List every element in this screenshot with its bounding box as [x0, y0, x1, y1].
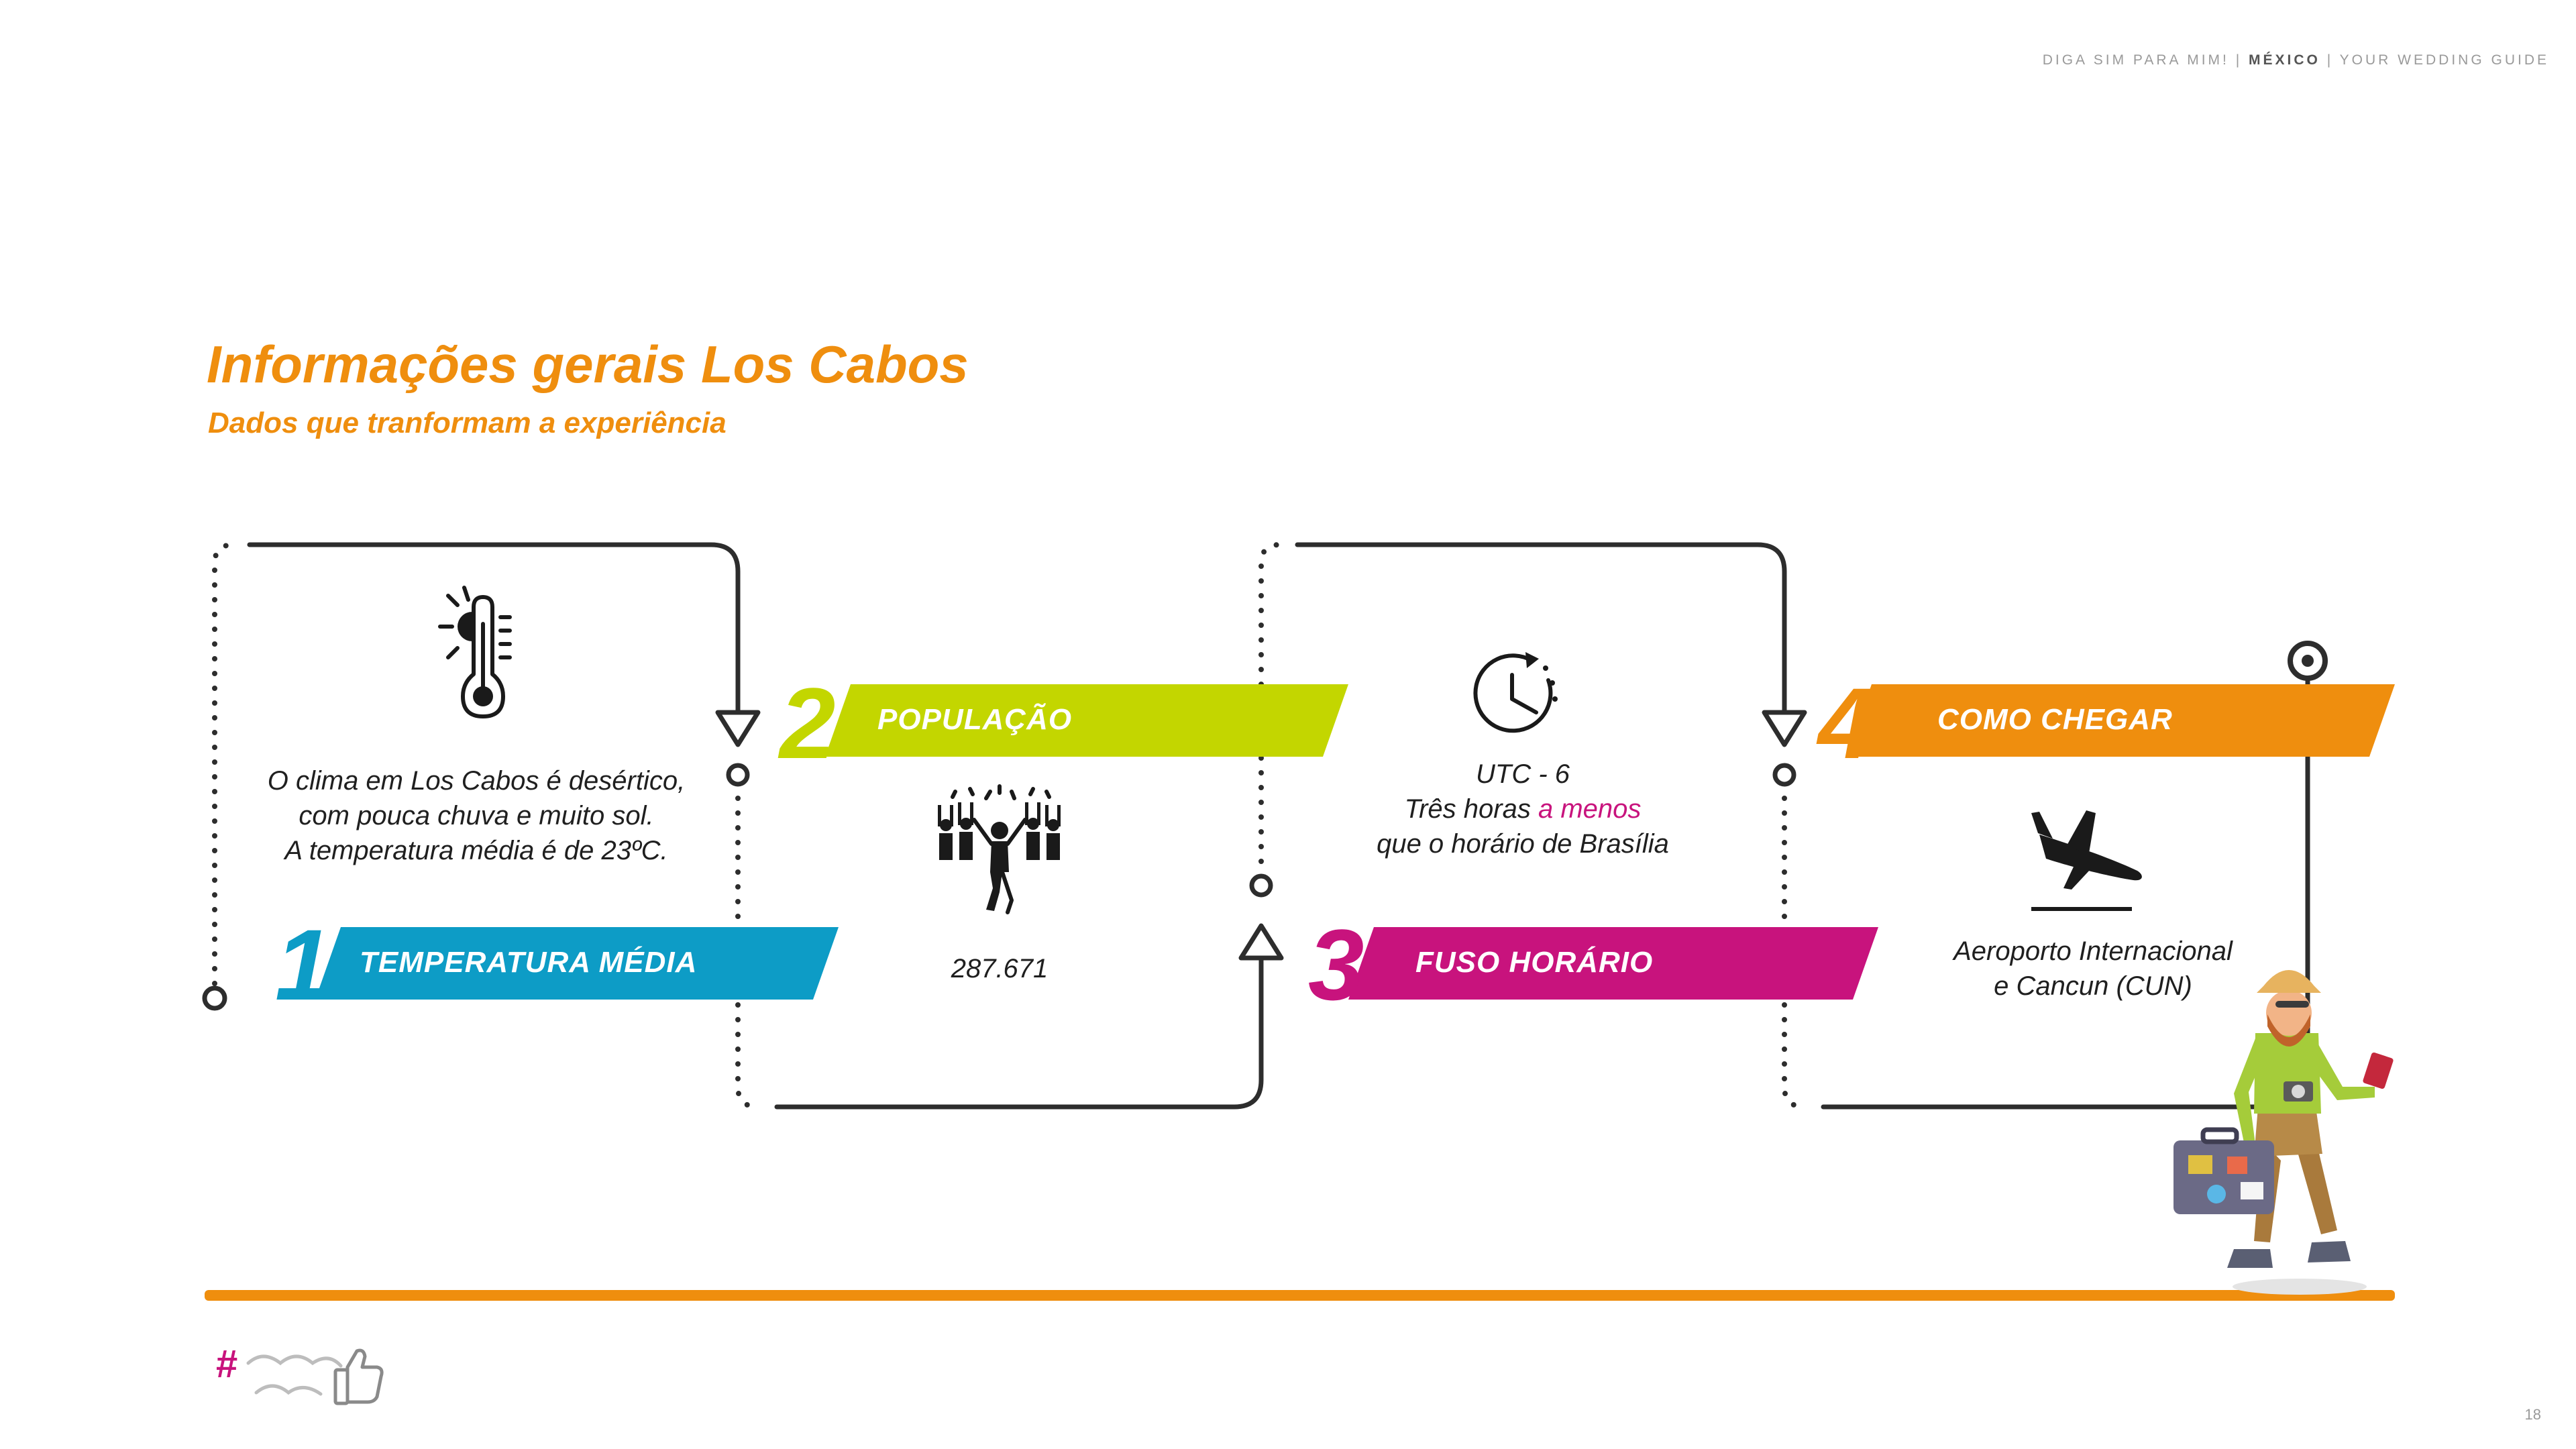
description-line: Três horas a menos	[1404, 794, 1642, 824]
step-number-4: 4	[1816, 667, 1874, 780]
description-line: A temperatura média é de 23ºC.	[284, 836, 668, 865]
step-number-2: 2	[777, 667, 835, 780]
thermometer-icon	[438, 586, 512, 718]
arrow-down-icon	[1762, 710, 1807, 747]
node	[1249, 873, 1273, 898]
bar-temperatura	[315, 927, 839, 1000]
temperature-description: O clima em Los Cabos é desértico, com po…	[228, 763, 724, 868]
bar-como-chegar	[1846, 684, 2395, 757]
flow-line	[247, 542, 741, 715]
arrival-description: Aeroporto Internacional e Cancun (CUN)	[1865, 934, 2321, 1004]
header-brand: DIGA SIM PARA MIM!	[2042, 52, 2229, 68]
description-line: e Cancun (CUN)	[1994, 971, 2192, 1001]
header-tagline: DIGA SIM PARA MIM! | MÉXICO | YOUR WEDDI…	[2043, 52, 2549, 68]
bar-fuso-horario	[1348, 927, 1878, 1000]
node	[726, 763, 750, 787]
page-subtitle: Dados que tranformam a experiência	[208, 407, 727, 439]
brand-logo: #	[216, 1336, 390, 1417]
bar-label-fuso-horario: FUSO HORÁRIO	[1415, 946, 1654, 979]
header-guide: YOUR WEDDING GUIDE	[2339, 52, 2549, 68]
node	[1772, 763, 1796, 787]
clock-icon	[1473, 652, 1558, 733]
airplane-landing-icon	[2031, 810, 2142, 911]
end-node-center	[2302, 655, 2314, 667]
highlight-text: a menos	[1538, 794, 1642, 824]
dotted-connector	[1258, 542, 1283, 864]
crowd-icon	[938, 784, 1061, 914]
traveler-illustration	[2174, 970, 2394, 1295]
logo-hash: #	[216, 1342, 238, 1386]
step-number-1: 1	[275, 908, 331, 1021]
header-separator: |	[2326, 52, 2334, 68]
description-line: UTC - 6	[1476, 759, 1570, 789]
bar-label-como-chegar: COMO CHEGAR	[1937, 703, 2173, 736]
arrow-up-icon	[1238, 923, 1284, 961]
page-title: Informações gerais Los Cabos	[207, 335, 969, 394]
description-line: com pouca chuva e muito sol.	[299, 801, 654, 830]
population-value: 287.671	[951, 954, 1049, 983]
thumbs-up-icon	[333, 1348, 384, 1405]
bar-label-populacao: POPULAÇÃO	[877, 703, 1073, 736]
description-line: que o horário de Brasília	[1377, 829, 1669, 859]
bar-label-temperatura: TEMPERATURA MÉDIA	[360, 946, 698, 979]
timezone-description: UTC - 6 Três horas a menos que o horário…	[1275, 757, 1771, 861]
description-line: Aeroporto Internacional	[1953, 936, 2233, 966]
arrow-down-icon	[715, 710, 761, 747]
step-number-3: 3	[1308, 908, 1364, 1021]
header-separator: |	[2235, 52, 2243, 68]
logo-mark	[246, 1348, 384, 1405]
start-node	[202, 985, 227, 1011]
bottom-rule	[205, 1290, 2395, 1301]
header-country: MÉXICO	[2249, 52, 2320, 68]
description-line: O clima em Los Cabos é desértico,	[267, 766, 686, 796]
bar-populacao	[825, 684, 1348, 757]
flow-line	[1295, 542, 1787, 715]
flow-line	[774, 955, 1264, 1110]
page-number: 18	[2524, 1406, 2541, 1423]
